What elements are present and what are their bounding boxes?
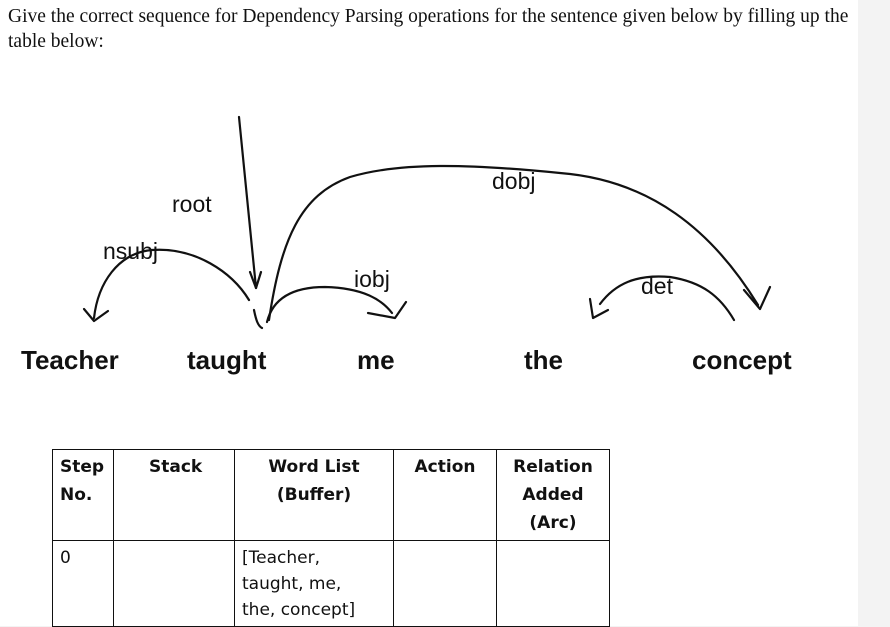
- nsubj-arc: [92, 248, 251, 320]
- header-buffer: Word List (Buffer): [234, 449, 394, 541]
- nsubj-arrowhead: [82, 307, 110, 323]
- iobj-arc: [265, 285, 394, 324]
- cell-stack: [113, 540, 235, 627]
- word-taught: taught: [187, 345, 267, 375]
- parsing-table: Step No. Stack Word List (Buffer) Action…: [52, 449, 610, 627]
- table-row: 0 [Teacher, taught, me, the, concept]: [52, 540, 610, 627]
- label-nsubj: nsubj: [103, 238, 158, 264]
- header-step-no: Step No.: [52, 449, 114, 541]
- label-dobj: dobj: [492, 168, 535, 194]
- cell-relation: [496, 540, 610, 627]
- label-det: det: [641, 273, 674, 299]
- header-stack: Stack: [113, 449, 235, 541]
- header-action: Action: [393, 449, 497, 541]
- label-root: root: [172, 191, 212, 217]
- label-iobj: iobj: [354, 266, 390, 292]
- word-me: me: [357, 345, 395, 375]
- word-the: the: [524, 345, 563, 375]
- cell-action: [393, 540, 497, 627]
- question-text: Give the correct sequence for Dependency…: [8, 6, 849, 52]
- iobj-arrowhead: [366, 300, 408, 320]
- det-arc: [598, 275, 736, 322]
- header-relation: Relation Added (Arc): [496, 449, 610, 541]
- table-header-row: Step No. Stack Word List (Buffer) Action…: [52, 449, 610, 541]
- root-arc: [237, 115, 258, 290]
- root-arrowhead: [248, 270, 263, 290]
- dobj-arc: [267, 164, 760, 322]
- det-arrowhead: [588, 297, 610, 320]
- cell-step: 0: [52, 540, 114, 627]
- taught-curl-left: [252, 308, 264, 330]
- word-teacher: Teacher: [21, 345, 119, 375]
- document-page: Give the correct sequence for Dependency…: [0, 0, 858, 627]
- dobj-arrowhead: [742, 285, 772, 311]
- cell-buffer: [Teacher, taught, me, the, concept]: [234, 540, 394, 627]
- dependency-parse-diagram: root nsubj iobj dobj det Teacher taught …: [21, 115, 792, 375]
- word-concept: concept: [692, 345, 792, 375]
